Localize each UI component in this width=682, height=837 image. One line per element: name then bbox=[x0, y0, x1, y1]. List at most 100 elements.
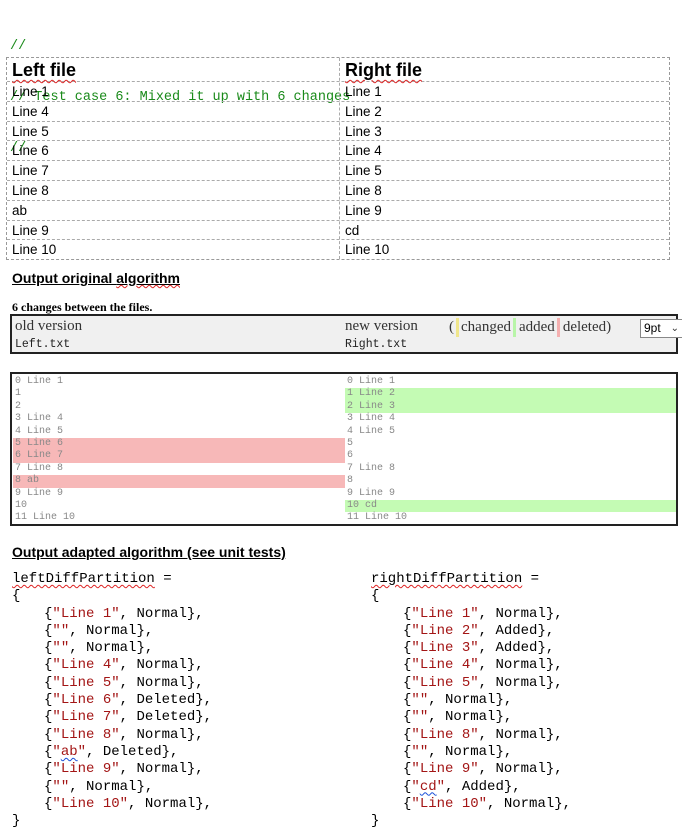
diff-line-right: 0 Line 1 bbox=[347, 376, 396, 387]
partition-entry: {"Line 3", Added}, bbox=[403, 640, 555, 657]
entry-kind: Normal bbox=[144, 795, 196, 812]
entry-value: "cd" bbox=[411, 778, 446, 795]
entry-value: "" bbox=[411, 709, 429, 726]
diff-line-left: 0 Line 1 bbox=[15, 376, 64, 387]
entry-kind: Normal bbox=[86, 778, 137, 795]
partition-entry: {"Line 1", Normal}, bbox=[403, 605, 563, 622]
table-row: Line 5 Line 3 bbox=[7, 122, 669, 142]
entry-value: "Line 4" bbox=[411, 657, 479, 674]
entry-kind: Normal bbox=[136, 761, 187, 778]
changes-count: 6 changes between the files. bbox=[12, 300, 153, 314]
diff-line-left: 4 Line 5 bbox=[15, 425, 64, 437]
entry-value: "Line 8" bbox=[411, 726, 479, 743]
entry-value: "Line 3" bbox=[411, 640, 479, 657]
right-file-cell: Line 9 bbox=[345, 202, 382, 218]
close-brace: } bbox=[371, 813, 380, 830]
heading-adapted-algorithm: Output adapted algorithm (see unit tests… bbox=[12, 544, 286, 560]
diff-line-left: 7 Line 8 bbox=[15, 462, 64, 474]
entry-kind: Added bbox=[461, 778, 504, 795]
entry-value-text: ab bbox=[60, 743, 78, 760]
partition-entry: {"Line 9", Normal}, bbox=[44, 761, 204, 778]
entry-value: "Line 4" bbox=[52, 657, 120, 674]
left-file-cell: Line 5 bbox=[12, 123, 49, 139]
table-header-row: Left file Right file bbox=[7, 58, 669, 82]
partition-entry: {"Line 9", Normal}, bbox=[403, 761, 563, 778]
partition-declaration: rightDiffPartition = bbox=[371, 571, 540, 587]
partition-entry: {"Line 8", Normal}, bbox=[44, 726, 204, 743]
heading-original-algorithm: Output original algorithm bbox=[12, 270, 180, 286]
partition-entry: {"cd", Added}, bbox=[403, 778, 521, 795]
diff-line-right: 1 Line 2 bbox=[345, 388, 676, 401]
entry-value-text: cd bbox=[419, 778, 437, 795]
legend-deleted: deleted) bbox=[556, 318, 613, 337]
table-row: Line 7 Line 5 bbox=[7, 161, 669, 181]
left-file-name: Left.txt bbox=[15, 338, 71, 351]
entry-kind: Normal bbox=[495, 657, 546, 674]
right-file-cell: Line 5 bbox=[345, 163, 382, 179]
diff-line-left: 5 Line 6 bbox=[13, 437, 345, 451]
left-file-header: Left file bbox=[12, 60, 77, 80]
entry-value: "Line 6" bbox=[52, 692, 120, 709]
partition-entry: {"Line 8", Normal}, bbox=[403, 726, 563, 743]
right-file-header: Right file bbox=[345, 60, 422, 80]
color-legend: ( changed added deleted) bbox=[447, 318, 613, 337]
left-partition-code: leftDiffPartition ={{"Line 1", Normal},{… bbox=[12, 571, 212, 830]
partition-entry: {"Line 5", Normal}, bbox=[44, 674, 204, 691]
left-file-cell: Line 10 bbox=[12, 242, 57, 258]
entry-kind: Normal bbox=[136, 726, 187, 743]
partition-entry: {"Line 10", Normal}, bbox=[44, 795, 213, 812]
partition-entry: {"Line 7", Deleted}, bbox=[44, 709, 213, 726]
entry-value: "Line 5" bbox=[52, 674, 120, 691]
left-file-cell: ab bbox=[12, 202, 28, 218]
entry-value: "" bbox=[52, 778, 70, 795]
partition-declaration: leftDiffPartition = bbox=[12, 571, 172, 587]
entry-kind: Normal bbox=[445, 692, 496, 709]
partition-entry: {"Line 10", Normal}, bbox=[403, 795, 572, 812]
old-version-label: old version bbox=[15, 318, 83, 334]
diff-line-left: 8 ab bbox=[13, 475, 345, 488]
right-file-cell: Line 10 bbox=[345, 242, 390, 258]
diff-line-right: 11 Line 10 bbox=[347, 512, 408, 524]
entry-kind: Deleted bbox=[102, 743, 162, 760]
partition-entry: {"", Normal}, bbox=[44, 622, 154, 639]
legend-changed: changed bbox=[456, 318, 513, 337]
diff-line-left: 3 Line 4 bbox=[15, 413, 64, 425]
font-size-select[interactable]: 9pt ⌄ bbox=[640, 319, 682, 338]
entry-kind: Added bbox=[495, 640, 538, 657]
left-file-cell: Line 7 bbox=[12, 163, 49, 179]
entry-value: "Line 9" bbox=[411, 761, 479, 778]
open-brace: { bbox=[12, 588, 21, 605]
entry-value: "Line 10" bbox=[411, 795, 488, 812]
partition-name: rightDiffPartition bbox=[371, 571, 523, 587]
diff-line-right: 4 Line 5 bbox=[347, 425, 396, 437]
entry-kind: Normal bbox=[495, 726, 546, 743]
entry-value: "Line 7" bbox=[52, 709, 120, 726]
partition-entry: {"", Normal}, bbox=[403, 709, 513, 726]
entry-value: "ab" bbox=[52, 743, 87, 760]
diff-line-right: 8 bbox=[347, 475, 354, 487]
entry-kind: Normal bbox=[503, 795, 555, 812]
diff-line-right: 6 bbox=[347, 450, 354, 462]
partition-entry: {"Line 5", Normal}, bbox=[403, 674, 563, 691]
right-file-cell: Line 1 bbox=[345, 84, 382, 99]
diff-line-left: 6 Line 7 bbox=[13, 450, 345, 463]
table-row: ab Line 9 bbox=[7, 201, 669, 221]
entry-kind: Deleted bbox=[136, 692, 196, 709]
entry-kind: Normal bbox=[136, 605, 187, 622]
entry-kind: Normal bbox=[445, 743, 496, 760]
partition-entry: {"Line 2", Added}, bbox=[403, 622, 555, 639]
right-file-cell: Line 3 bbox=[345, 123, 382, 139]
entry-kind: Normal bbox=[495, 761, 546, 778]
partition-entry: {"Line 6", Deleted}, bbox=[44, 692, 213, 709]
comment-line: // bbox=[10, 141, 27, 156]
entry-value: "Line 8" bbox=[52, 726, 120, 743]
diff-line-left: 11 Line 10 bbox=[15, 512, 76, 524]
right-file-cell: Line 4 bbox=[345, 143, 382, 159]
right-file-cell: cd bbox=[345, 222, 360, 238]
